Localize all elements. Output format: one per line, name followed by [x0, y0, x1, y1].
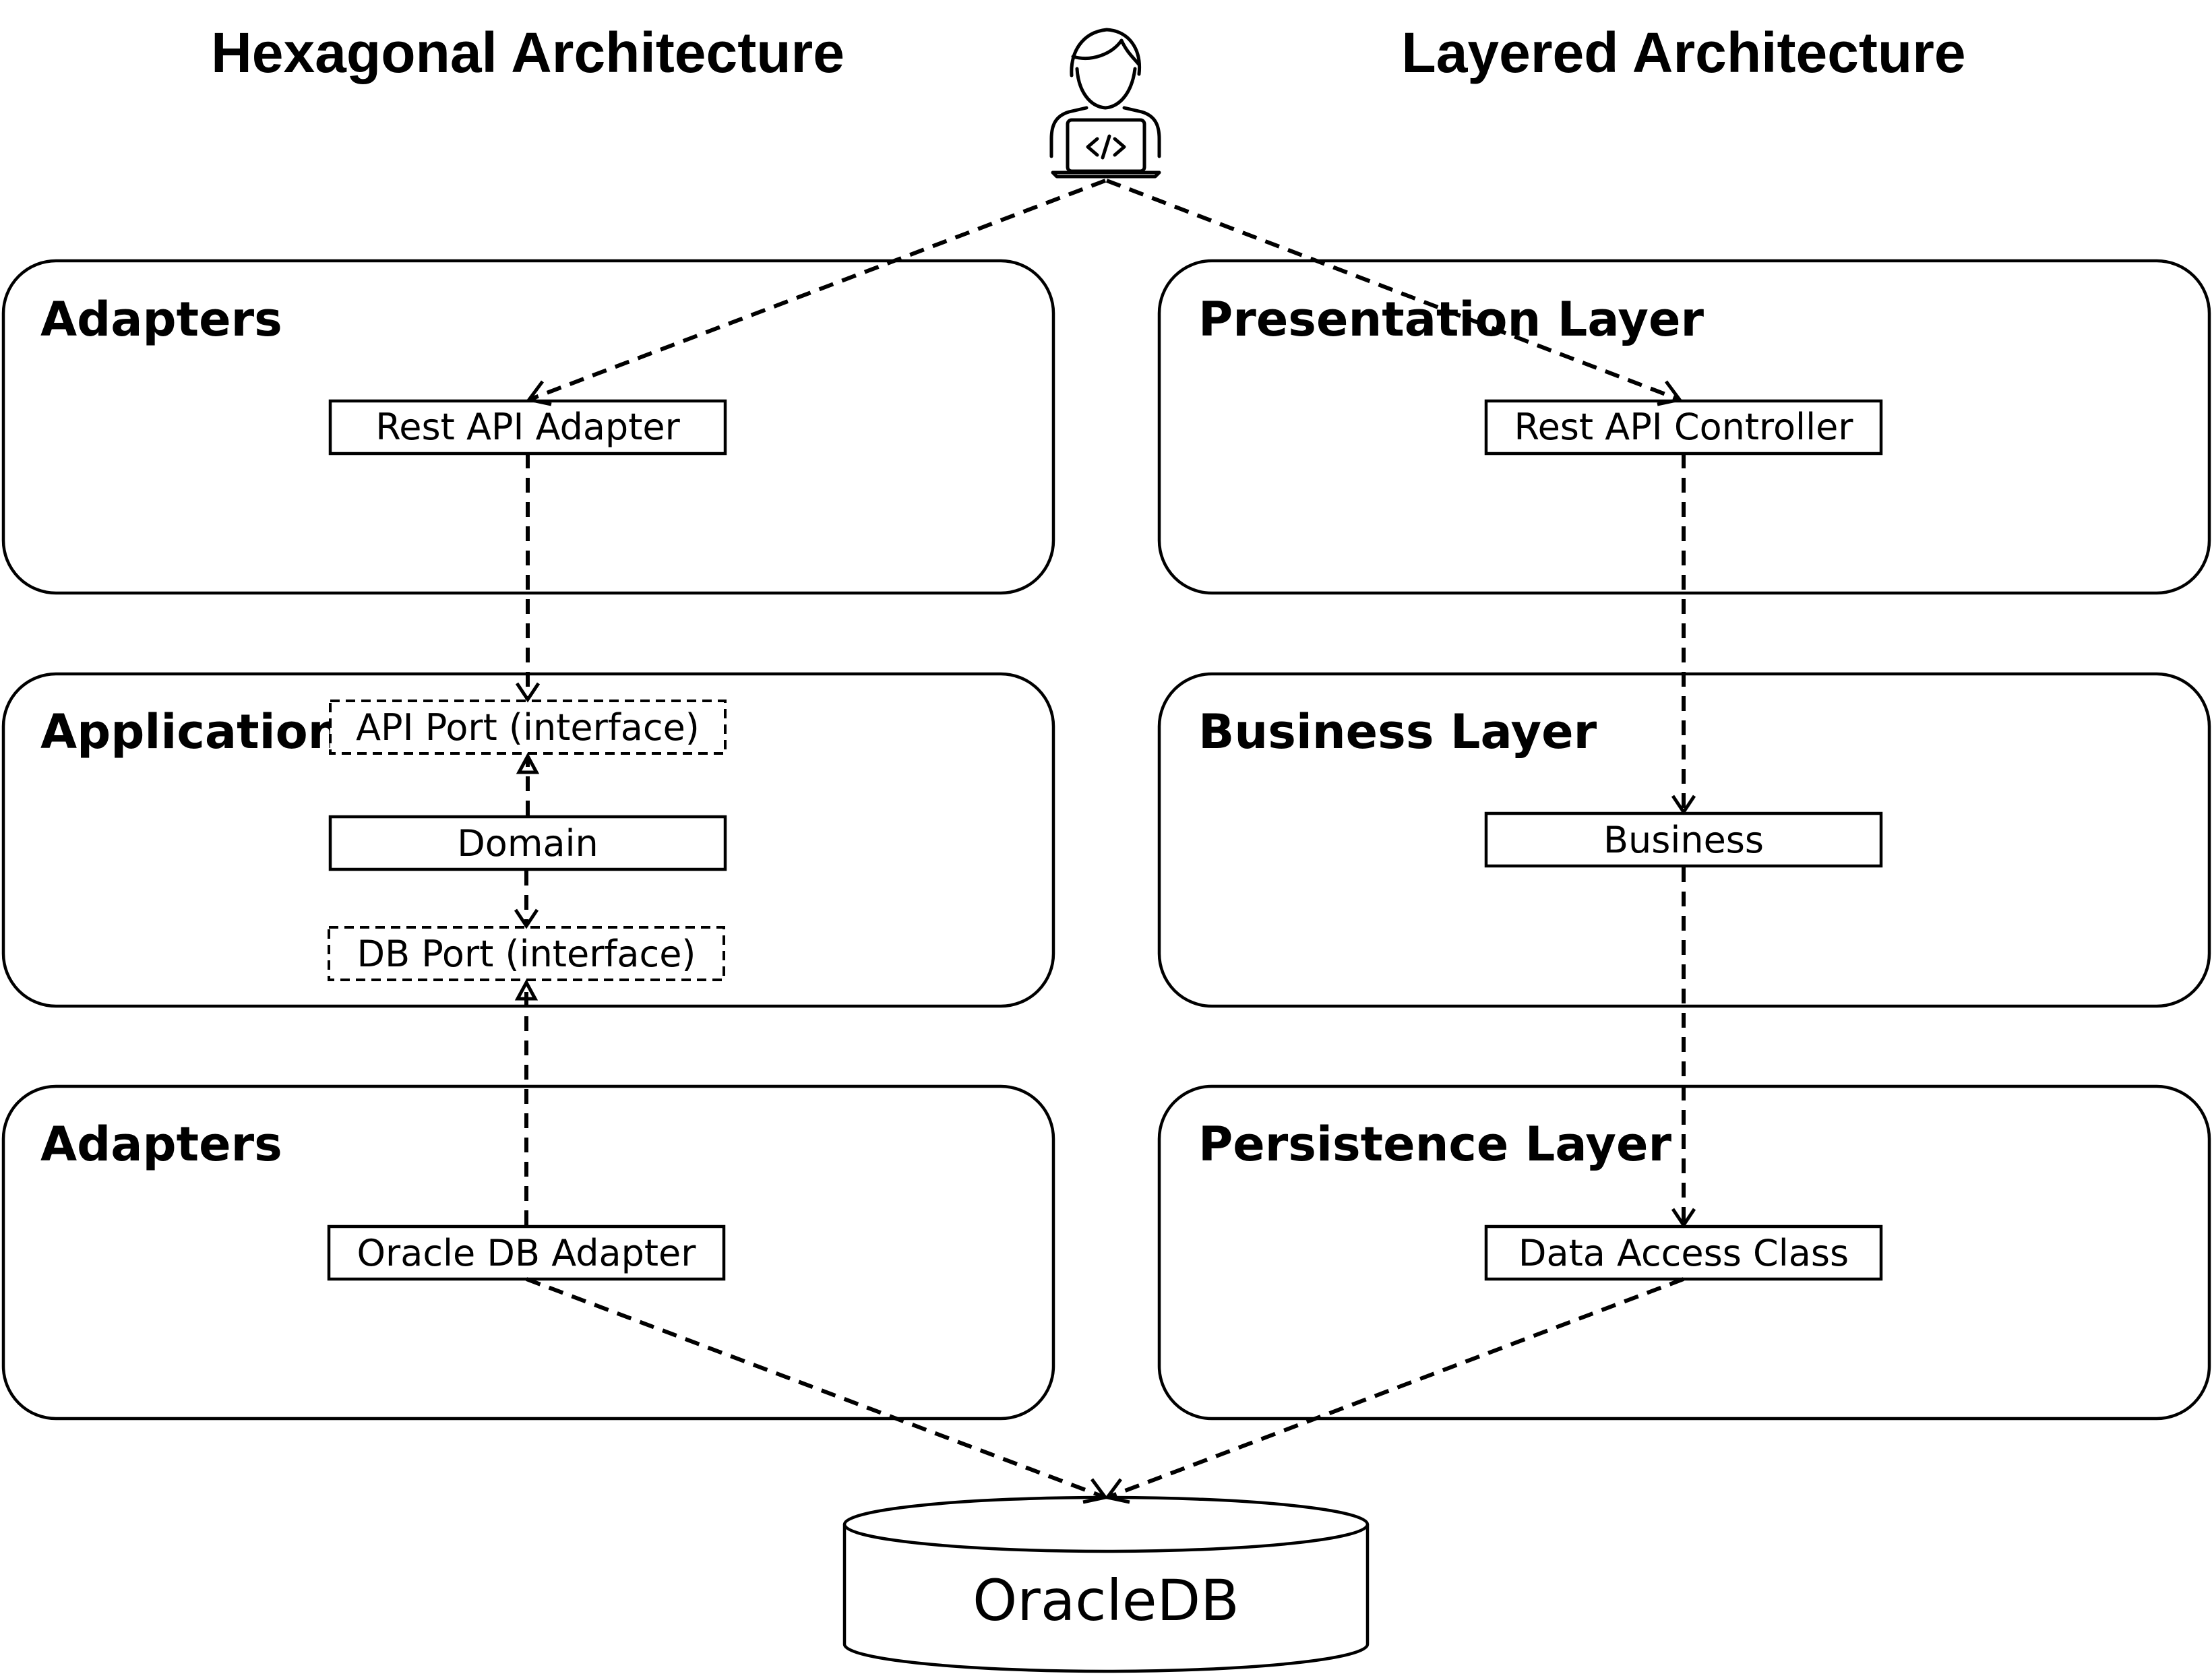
data-access-class-label: Data Access Class [1518, 1232, 1849, 1274]
edge-user-to-rest-api-controller [1105, 179, 1681, 402]
database-cylinder-icon [842, 1495, 1370, 1673]
hexagonal-adapters-top-label: Adapters [40, 292, 282, 347]
db-port-box [328, 926, 725, 981]
hexagonal-adapters-top-panel [1, 259, 1055, 595]
hexagonal-adapters-bottom-label: Adapters [40, 1117, 282, 1172]
edge-data-access-to-db [1106, 1277, 1685, 1499]
edge-user-to-rest-api-adapter [528, 179, 1107, 402]
application-label: Application [40, 704, 342, 759]
rest-api-controller-box [1484, 399, 1883, 456]
developer-laptop-icon [1049, 28, 1161, 179]
rest-api-adapter-label: Rest API Adapter [375, 406, 680, 448]
hexagonal-title: Hexagonal Architecture [211, 21, 844, 84]
business-box [1484, 811, 1883, 868]
data-access-class-box [1484, 1224, 1883, 1281]
persistence-layer-label: Persistence Layer [1198, 1117, 1672, 1172]
domain-label: Domain [457, 822, 598, 865]
hexagonal-adapters-bottom-panel [1, 1084, 1055, 1421]
edge-oracle-adapter-to-db [525, 1277, 1107, 1499]
oracle-db-adapter-label: Oracle DB Adapter [357, 1232, 697, 1274]
api-port-label: API Port (interface) [356, 706, 700, 749]
presentation-layer-panel [1157, 259, 2211, 595]
presentation-layer-label: Presentation Layer [1198, 292, 1704, 347]
oracledb-label: OracleDB [973, 1568, 1239, 1634]
domain-box [328, 815, 727, 871]
business-label: Business [1603, 819, 1764, 861]
layered-title: Layered Architecture [1401, 21, 1965, 84]
connectors [514, 179, 1696, 1504]
rest-api-controller-label: Rest API Controller [1514, 406, 1853, 448]
db-port-label: DB Port (interface) [357, 933, 696, 975]
business-layer-label: Business Layer [1198, 704, 1597, 759]
